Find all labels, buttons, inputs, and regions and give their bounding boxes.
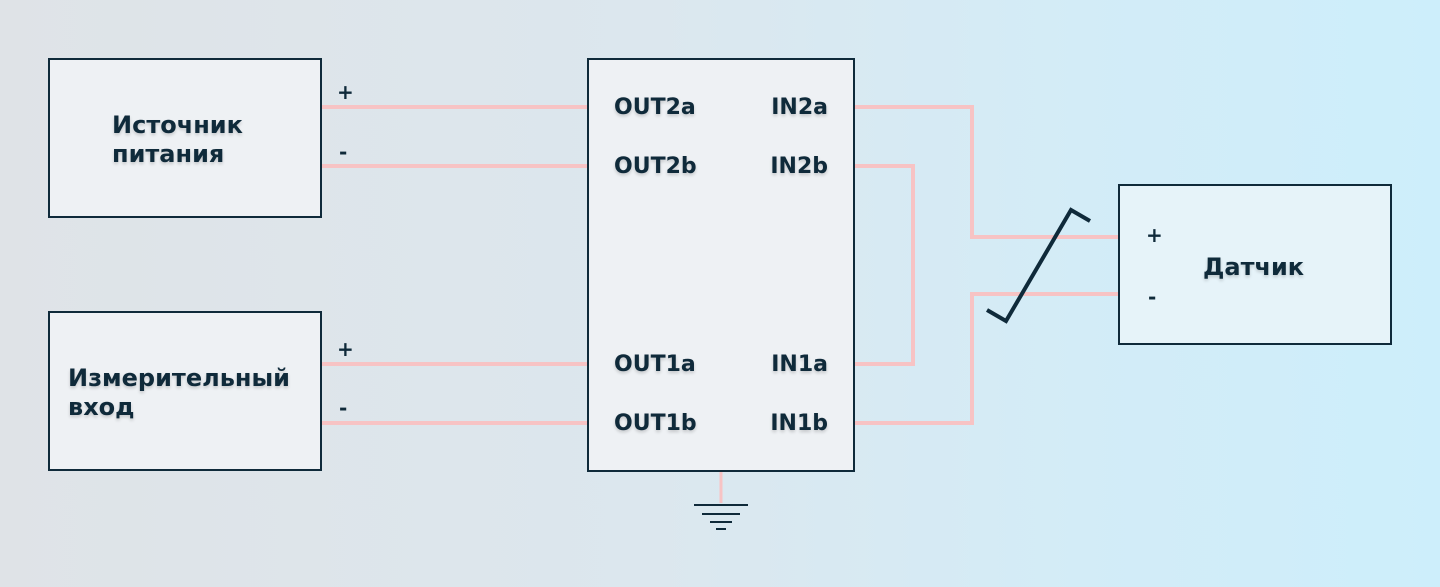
sensor-box bbox=[1118, 184, 1392, 345]
wire-in2b-in1a bbox=[852, 164, 915, 366]
power-source-plus-sign: + bbox=[337, 80, 354, 104]
wire-in1b-sensor-minus bbox=[852, 292, 1121, 425]
wire-in2a-sensor-plus bbox=[852, 105, 1121, 239]
pin-out2b: OUT2b bbox=[614, 154, 697, 179]
pin-in2b: IN2b bbox=[770, 154, 828, 179]
pin-out1b: OUT1b bbox=[614, 411, 697, 436]
measuring-input-box bbox=[48, 311, 322, 471]
pin-out1a: OUT1a bbox=[614, 352, 696, 377]
power-source-label: Источник питания bbox=[112, 111, 243, 168]
pin-in1a: IN1a bbox=[771, 352, 828, 377]
measuring-input-label: Измерительный вход bbox=[68, 364, 290, 421]
pin-in2a: IN2a bbox=[771, 95, 828, 120]
sensor-label: Датчик bbox=[1203, 253, 1305, 281]
power-source-box bbox=[48, 58, 322, 218]
sensor-plus-sign: + bbox=[1146, 223, 1163, 247]
pin-out2a: OUT2a bbox=[614, 95, 696, 120]
module-box bbox=[587, 58, 855, 472]
ground-icon bbox=[694, 470, 748, 530]
pin-in1b: IN1b bbox=[770, 411, 828, 436]
measuring-input-plus-sign: + bbox=[337, 337, 354, 361]
power-source-minus-sign: - bbox=[339, 140, 348, 164]
line-break-symbol bbox=[985, 207, 1092, 324]
sensor-minus-sign: - bbox=[1148, 285, 1157, 309]
measuring-input-minus-sign: - bbox=[339, 396, 348, 420]
